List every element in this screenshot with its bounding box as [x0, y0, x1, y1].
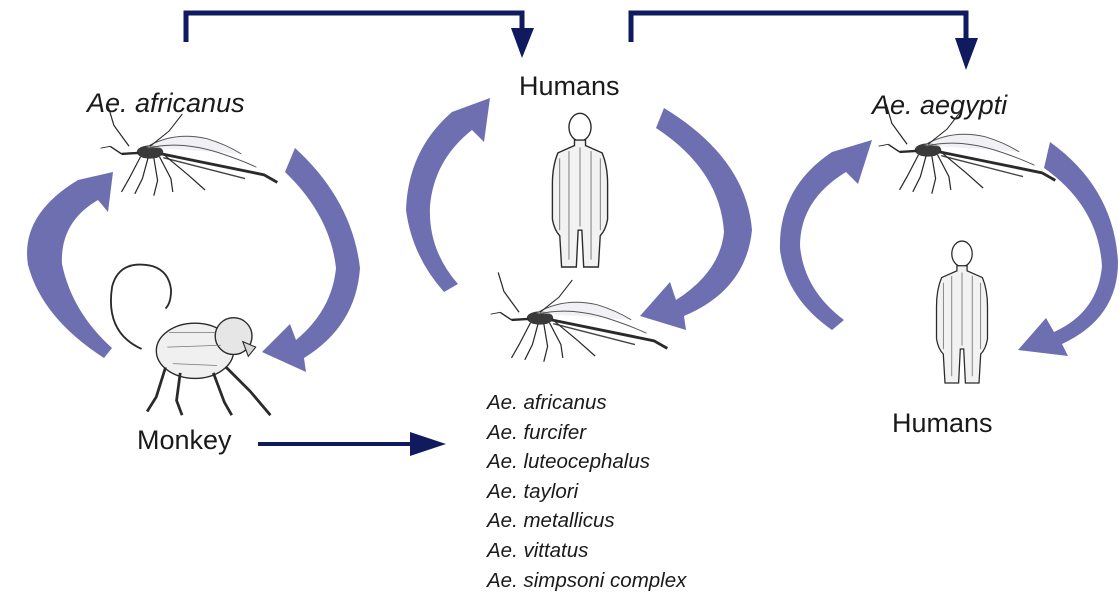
vector-species-list: Ae. africanus Ae. furcifer Ae. luteoceph… — [487, 388, 686, 595]
mosquito-icon — [101, 106, 278, 195]
navy-connector-arrow-icon — [631, 13, 966, 42]
species-item: Ae. metallicus — [487, 506, 686, 536]
cycle-arrow-icon — [1018, 142, 1118, 356]
human-figure-icon — [552, 113, 607, 267]
species-item: Ae. taylori — [487, 477, 686, 507]
navy-connector-arrow-head-icon — [955, 38, 978, 70]
species-item: Ae. luteocephalus — [487, 447, 686, 477]
mosquito-icon — [491, 272, 668, 361]
species-item: Ae. africanus — [487, 388, 686, 418]
left-host-label: Monkey — [137, 425, 232, 456]
right-host-label: Humans — [892, 408, 993, 439]
species-item: Ae. vittatus — [487, 536, 686, 566]
monkey-icon — [111, 265, 270, 416]
species-item: Ae. simpsoni complex — [487, 566, 686, 596]
cycle-arrow-icon — [27, 172, 113, 358]
left-vector-label: Ae. africanus — [87, 88, 245, 119]
cycle-arrow-icon — [780, 140, 872, 330]
cycle-arrow-icon — [640, 108, 752, 330]
center-host-label: Humans — [519, 71, 620, 102]
human-figure-icon — [937, 241, 988, 383]
navy-connector-arrow-head-icon — [511, 28, 534, 58]
right-vector-label: Ae. aegypti — [872, 90, 1007, 121]
species-item: Ae. furcifer — [487, 418, 686, 448]
navy-connector-arrow-icon — [186, 13, 522, 42]
cycle-arrow-icon — [406, 98, 490, 292]
navy-connector-arrow-head-icon — [410, 432, 446, 456]
